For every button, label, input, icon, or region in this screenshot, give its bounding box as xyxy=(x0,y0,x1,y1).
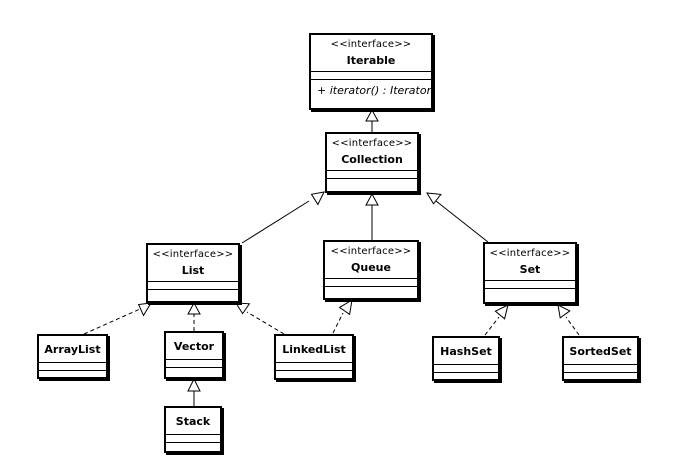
class-box-list[interactable]: <<interface>> List xyxy=(146,243,240,303)
attributes-compartment xyxy=(325,278,417,286)
attributes-compartment xyxy=(564,364,637,372)
arrowhead-list-from-vector xyxy=(187,301,201,315)
operations-compartment xyxy=(325,286,417,294)
operations-compartment xyxy=(327,178,417,186)
stereotype-label: <<interface>> xyxy=(330,246,412,257)
class-name-queue: Queue xyxy=(351,261,391,274)
arrowhead-list-from-arraylist xyxy=(137,302,152,317)
operations-compartment xyxy=(148,289,238,297)
class-box-collection[interactable]: <<interface>> Collection xyxy=(325,132,419,193)
class-name-sortedset: SortedSet xyxy=(569,345,632,358)
arrowhead-list-from-linkedlist xyxy=(235,302,251,315)
arrowhead-queue-from-linkedlist xyxy=(338,299,353,316)
attributes-compartment xyxy=(276,362,352,370)
edge-hashset-set xyxy=(484,316,500,336)
class-name-vector: Vector xyxy=(173,340,215,353)
attributes-compartment xyxy=(166,434,220,442)
class-box-hashset[interactable]: HashSet xyxy=(432,336,500,381)
class-box-iterable[interactable]: <<interface>> Iterable + iterator() : It… xyxy=(309,33,433,110)
operation-iterator: + iterator() : Iterator xyxy=(311,79,431,101)
operations-compartment xyxy=(276,370,352,378)
class-box-set[interactable]: <<interface>> Set xyxy=(483,242,577,304)
class-box-vector[interactable]: Vector xyxy=(164,331,224,379)
attributes-compartment xyxy=(327,170,417,178)
attributes-compartment xyxy=(148,281,238,289)
operations-compartment xyxy=(166,442,220,450)
class-box-sortedset[interactable]: SortedSet xyxy=(562,336,639,381)
class-box-stack[interactable]: Stack xyxy=(164,406,222,453)
arrowhead-collection-from-set xyxy=(426,192,442,205)
stereotype-label: <<interface>> xyxy=(330,39,412,50)
operations-compartment xyxy=(434,372,498,380)
edge-linkedlist-queue xyxy=(332,312,344,334)
attributes-compartment xyxy=(39,362,106,370)
attributes-compartment xyxy=(434,364,498,372)
class-name-hashset: HashSet xyxy=(440,345,492,358)
edge-set-collection xyxy=(435,200,489,243)
operations-compartment xyxy=(485,288,575,296)
arrowhead-set-from-sortedset xyxy=(557,304,571,319)
class-name-iterable: Iterable xyxy=(346,54,396,67)
class-name-linkedlist: LinkedList xyxy=(282,343,346,356)
class-name-set: Set xyxy=(519,263,541,276)
class-name-arraylist: ArrayList xyxy=(44,343,101,356)
arrowhead-collection-from-list xyxy=(310,191,325,206)
arrowhead-iterable xyxy=(365,108,379,122)
arrowhead-vector-from-stack xyxy=(187,377,201,392)
class-box-linkedlist[interactable]: LinkedList xyxy=(274,334,354,380)
edge-sortedset-set xyxy=(565,316,580,336)
class-box-arraylist[interactable]: ArrayList xyxy=(37,334,108,379)
stereotype-label: <<interface>> xyxy=(152,249,234,260)
class-name-collection: Collection xyxy=(341,153,403,166)
stereotype-label: <<interface>> xyxy=(331,138,413,149)
attributes-compartment xyxy=(311,71,431,79)
edge-list-collection xyxy=(241,200,310,244)
arrowhead-set-from-hashset xyxy=(494,304,509,320)
class-name-list: List xyxy=(181,264,205,277)
class-name-stack: Stack xyxy=(175,415,211,428)
edge-arraylist-list xyxy=(83,308,141,335)
edge-linkedlist-list xyxy=(246,311,285,335)
class-box-queue[interactable]: <<interface>> Queue xyxy=(323,240,419,300)
operations-compartment xyxy=(166,367,222,375)
attributes-compartment xyxy=(166,359,222,367)
operations-compartment xyxy=(564,372,637,380)
operations-compartment xyxy=(39,370,106,378)
stereotype-label: <<interface>> xyxy=(489,248,571,259)
arrowhead-collection-from-queue xyxy=(365,192,379,206)
attributes-compartment xyxy=(485,280,575,288)
